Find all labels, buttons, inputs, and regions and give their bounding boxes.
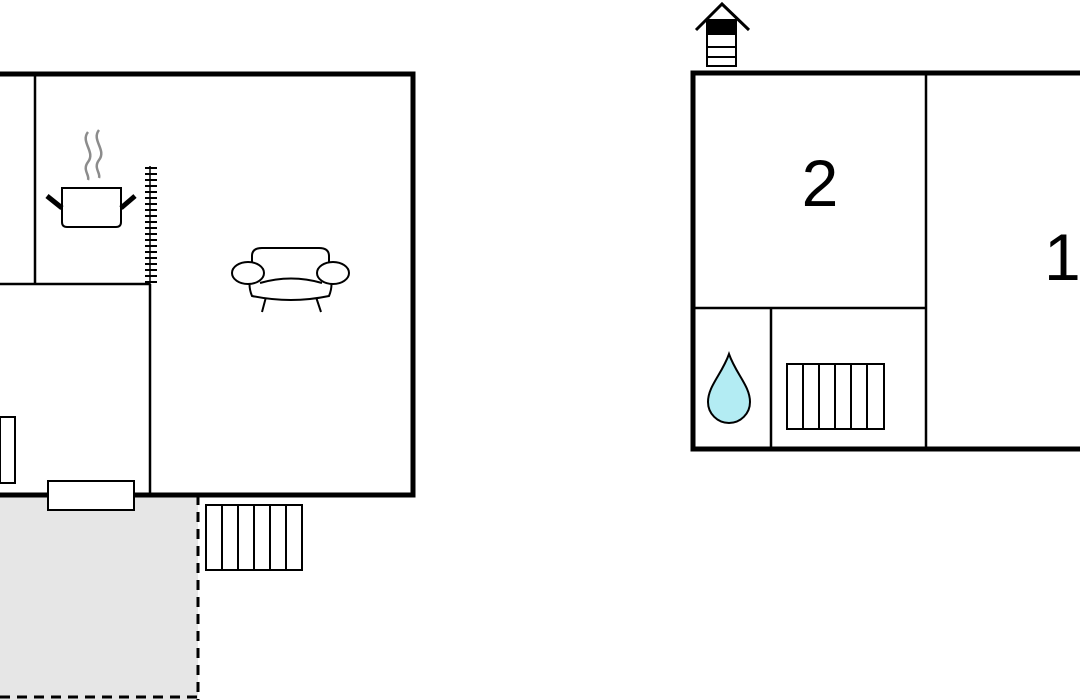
stairs-icon	[205, 504, 303, 571]
cooking-pot-icon	[45, 129, 137, 228]
chimney-icon	[694, 1, 751, 67]
terrace-area	[0, 495, 198, 700]
ground-floor	[0, 71, 416, 700]
entrance-door	[47, 480, 135, 511]
water-drop-icon	[706, 350, 752, 424]
upper-floor: 2 1	[690, 1, 1080, 452]
window	[0, 416, 16, 484]
sofa-icon	[231, 247, 350, 313]
ground-floor-outer-wall	[0, 71, 416, 498]
kitchen-counter	[145, 166, 157, 284]
bedroom-2-number: 2	[802, 146, 839, 220]
upper-floor-outer-wall	[690, 70, 1080, 452]
bedroom-1-number: 1	[1044, 220, 1080, 294]
stairs-icon	[786, 363, 885, 430]
